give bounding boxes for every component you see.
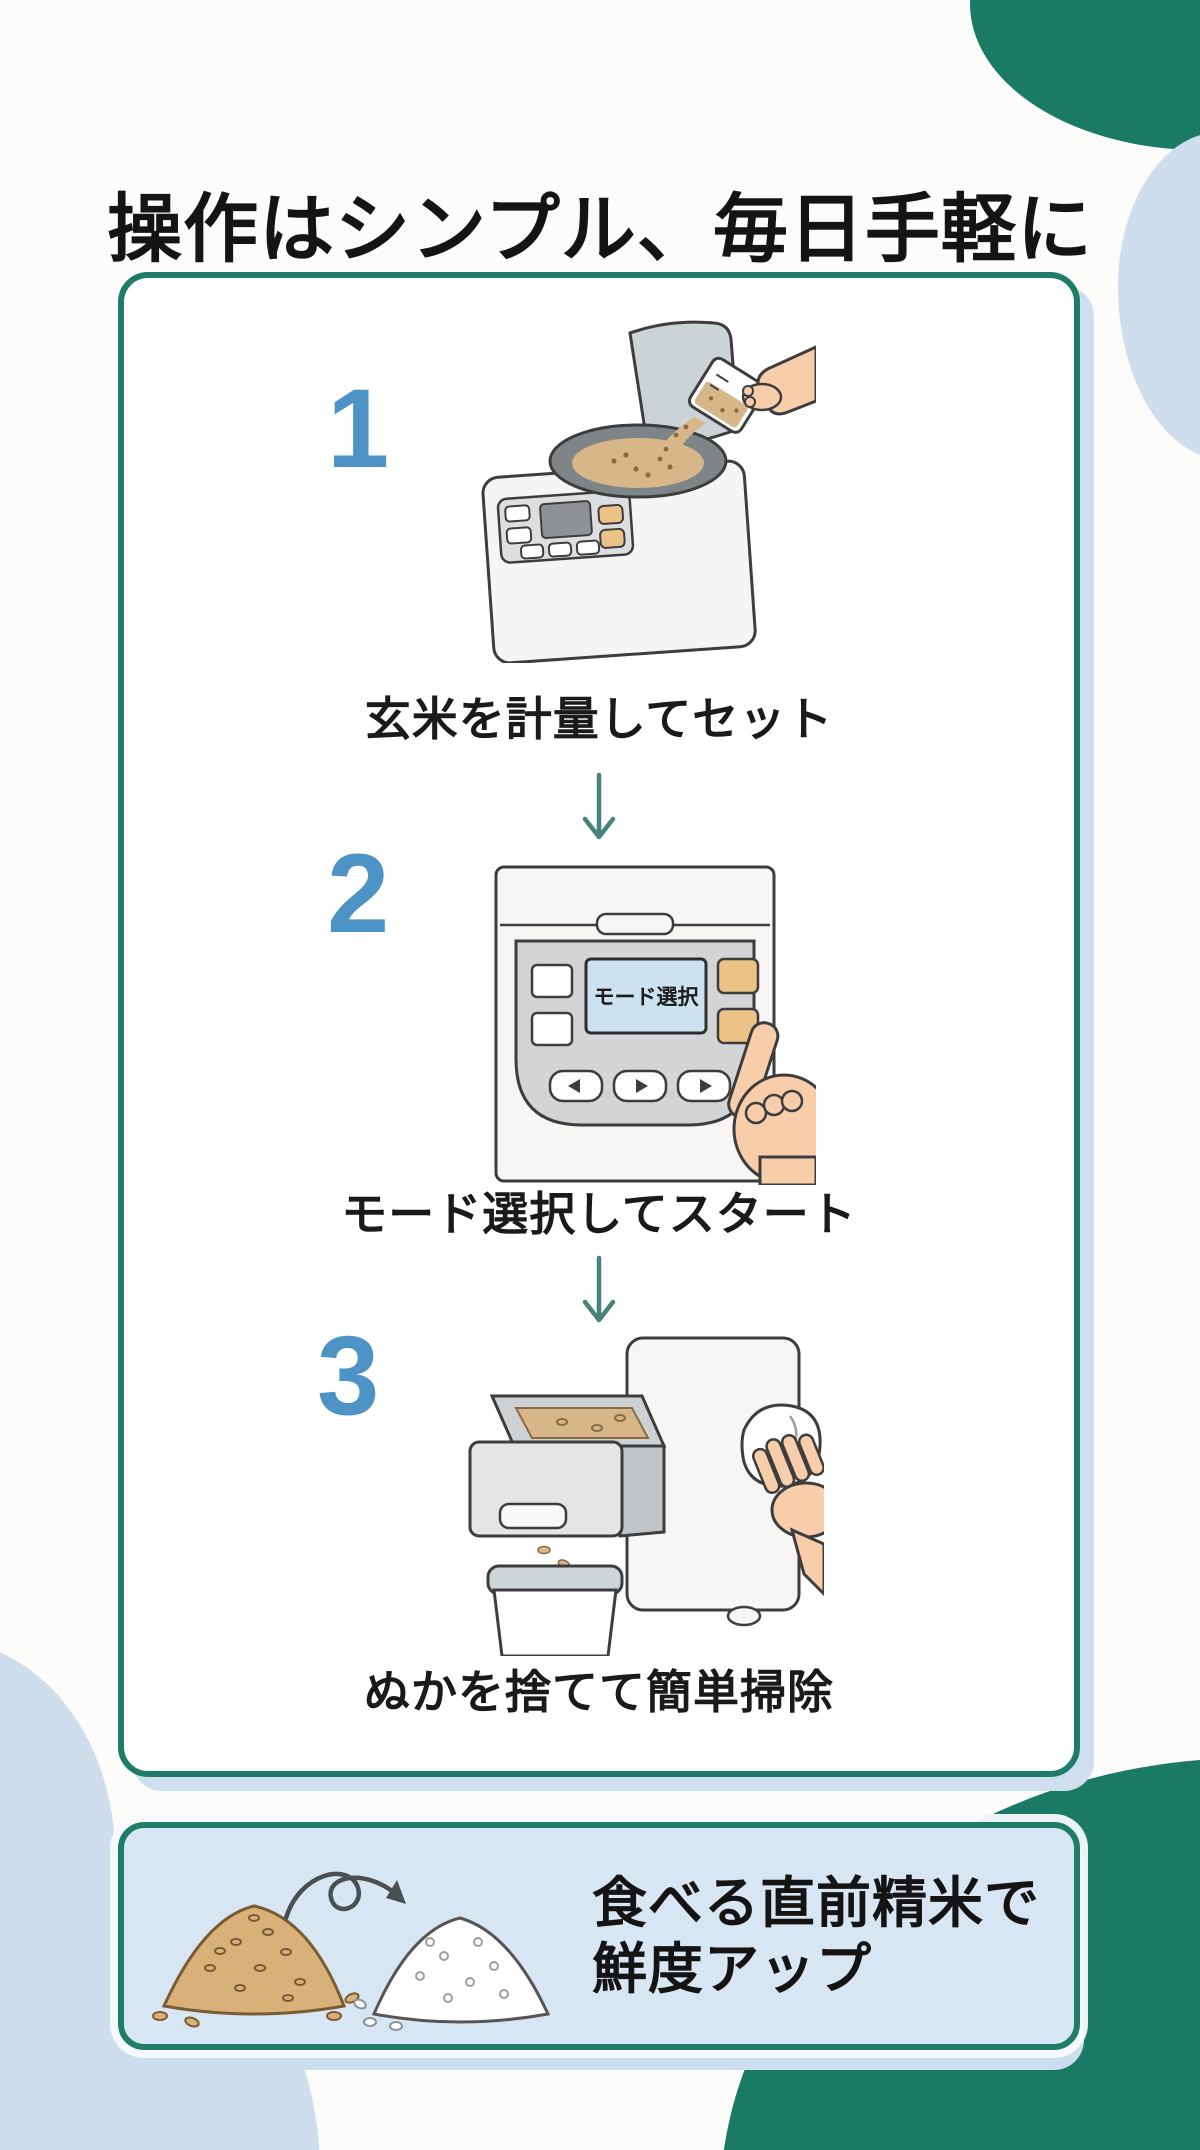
step-3-illustration [468, 1336, 824, 1656]
highlight-line-2: 鮮度アップ [592, 1938, 873, 2000]
step-1-illustration [481, 320, 816, 663]
transform-arrow-icon [283, 1871, 406, 1921]
down-arrow-icon [582, 1255, 616, 1323]
arrow-buttons-icon [548, 1069, 732, 1103]
highlight-line-1: 食べる直前精米で [592, 1872, 1041, 1934]
corner-blob-green-top-right [970, 0, 1200, 150]
lcd-screen-text: モード選択 [594, 985, 700, 1009]
down-arrow-icon [582, 772, 616, 840]
measuring-cup-icon [687, 356, 767, 434]
step-1-number: 1 [327, 366, 390, 491]
pressing-finger-icon [727, 1021, 816, 1185]
pouring-rice-stream-icon [652, 417, 706, 463]
panel-button-icon [530, 1011, 574, 1047]
steps-card: 1 [118, 272, 1080, 1777]
step-2-number: 2 [327, 831, 390, 956]
brown-rice-pile-icon [152, 1904, 360, 2028]
hand-icon [741, 345, 816, 416]
page-title: 操作はシンプル、毎日手軽に [107, 187, 1093, 272]
step-3-caption: ぬかを捨てて簡単掃除 [364, 1666, 834, 1718]
bran-drawer-icon [468, 1394, 667, 1538]
step-2-caption: モード選択してスタート [341, 1188, 857, 1240]
highlight-card: 食べる直前精米で 鮮度アップ [118, 1822, 1080, 2050]
step-2-illustration: モード選択 [494, 865, 816, 1185]
orange-button-icon [716, 957, 760, 995]
highlight-text-block: 食べる直前精米で 鮮度アップ [592, 1828, 1040, 2044]
hopper-with-rice-icon [548, 423, 728, 499]
panel-button-icon [530, 963, 574, 999]
step-1-caption: 玄米を計量してセット [364, 693, 834, 745]
orange-button-icon [597, 503, 624, 525]
white-rice-pile-icon [353, 1916, 551, 2031]
wiping-hand-icon [740, 1403, 824, 1597]
lcd-screen-icon [584, 957, 708, 1035]
step-3-number: 3 [317, 1313, 380, 1438]
rice-before-after-illustration [152, 1871, 551, 2031]
mill-body-icon [481, 459, 757, 663]
orange-button-icon [599, 527, 626, 549]
waste-bin-icon [486, 1564, 624, 1656]
